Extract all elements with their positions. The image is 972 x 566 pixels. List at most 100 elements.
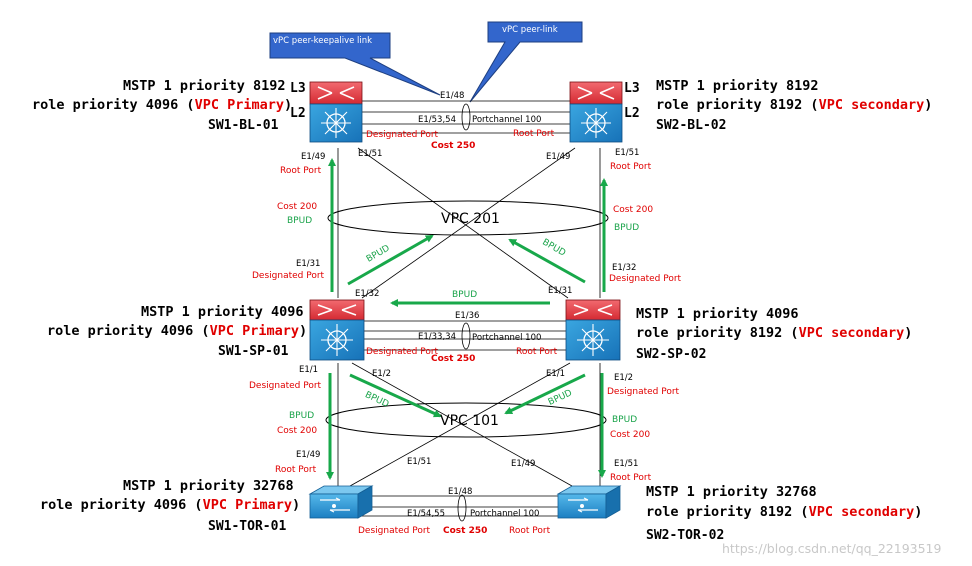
sw1-bl-mstp: MSTP 1 priority 8192	[123, 78, 286, 94]
sp2-e12: E1/2	[614, 373, 634, 383]
bl2-e151: E1/51	[615, 148, 640, 158]
sw2-bl-role-line: role priority 8192 (VPC secondary)	[656, 97, 933, 113]
lower-left-bpud: BPUD	[289, 411, 315, 421]
mid-e136: E1/36	[455, 311, 480, 321]
bl1-e149: E1/49	[301, 152, 326, 162]
lower-uplinks	[337, 362, 601, 487]
sw2-tor-name: SW2-TOR-02	[646, 528, 725, 543]
sp1-e11: E1/1	[299, 365, 319, 375]
upper-bpud-horizontal: BPUD	[452, 290, 478, 300]
mid-e13334: E1/33,34	[418, 332, 456, 342]
sw1-sp-name: SW1-SP-01	[218, 344, 289, 359]
watermark: https://blog.csdn.net/qq_22193519	[722, 541, 942, 556]
top-e148: E1/48	[440, 91, 465, 101]
sw2-bl-name: SW2-BL-02	[656, 118, 727, 133]
upper-left-cost: Cost 200	[277, 202, 318, 212]
router-icon	[569, 81, 623, 143]
sw1-bl-role-line: role priority 4096 (VPC Primary)	[32, 97, 293, 113]
sp2-e131: E1/31	[548, 286, 573, 296]
lower-right-cost: Cost 200	[610, 430, 651, 440]
vpc-101-ellipse	[325, 402, 607, 438]
sw2-bl-mstp: MSTP 1 priority 8192	[656, 78, 819, 94]
mid-pair-links	[364, 320, 568, 351]
sp1-e131: E1/31	[296, 259, 321, 269]
bot-pair-links	[350, 494, 565, 522]
tor1-root: Root Port	[275, 465, 317, 475]
bl1-root: Root Port	[280, 166, 322, 176]
sw2-sp-mstp: MSTP 1 priority 4096	[636, 306, 799, 322]
lower-left-cost: Cost 200	[277, 426, 318, 436]
upper-left-bpud: BPUD	[287, 216, 313, 226]
upper-bpdu-arrows	[328, 158, 608, 307]
sw2-sp-role-line: role priority 8192 (VPC secondary)	[636, 325, 913, 341]
sw2-bl-role: VPC secondary	[818, 97, 925, 113]
sp2-e132: E1/32	[612, 263, 637, 273]
sp1-designated-down: Designated Port	[249, 381, 322, 391]
lower-bpdu-arrows	[326, 373, 606, 480]
mid-root: Root Port	[516, 347, 558, 357]
top-e15354: E1/53,54	[418, 115, 456, 125]
peer-link-callout-text: vPC peer-link	[502, 25, 558, 35]
sw1-sp-role: VPC Primary	[209, 323, 299, 339]
sw2-bl-l2: L2	[624, 106, 640, 121]
sp1-designated-up: Designated Port	[252, 271, 325, 281]
mid-designated: Designated Port	[366, 347, 439, 357]
vpc-201-ellipse	[327, 200, 609, 236]
top-root: Root Port	[513, 129, 555, 139]
sw1-bl-role: VPC Primary	[194, 97, 284, 113]
tor1-e149: E1/49	[296, 450, 321, 460]
sp1-e132: E1/32	[355, 289, 380, 299]
sw2-sp-name: SW2-SP-02	[636, 347, 707, 362]
sw1-bl-name: SW1-BL-01	[208, 118, 279, 133]
upper-right-bpud: BPUD	[614, 223, 640, 233]
top-designated: Designated Port	[366, 130, 439, 140]
top-pair-links	[362, 100, 570, 134]
sw1-tor-name: SW1-TOR-01	[208, 519, 287, 534]
vpc-101-label: VPC 101	[440, 413, 499, 429]
sw2-tor-role: VPC secondary	[808, 504, 915, 520]
bot-root: Root Port	[509, 526, 551, 536]
tor1-e151: E1/51	[407, 457, 432, 467]
upper-uplinks	[337, 147, 601, 299]
sw2-tor-role-line: role priority 8192 (VPC secondary)	[646, 504, 923, 520]
sw1-tor-role: VPC Primary	[202, 497, 292, 513]
spine-switch-icon	[309, 299, 365, 361]
sw2-sp-role: VPC secondary	[798, 325, 905, 341]
sw2-bl-l3: L3	[624, 81, 640, 96]
mid-portchannel: Portchannel 100	[472, 333, 542, 343]
bot-e148: E1/48	[448, 487, 473, 497]
bl2-e149: E1/49	[546, 152, 571, 162]
tor-switch-icon	[556, 485, 622, 519]
bot-portchannel: Portchannel 100	[470, 509, 540, 519]
sw1-bl-l2: L2	[290, 106, 306, 121]
vpc-201-label: VPC 201	[441, 211, 500, 227]
top-portchannel: Portchannel 100	[472, 115, 542, 125]
tor2-e151: E1/51	[614, 459, 639, 469]
bl1-e151: E1/51	[358, 149, 383, 159]
bot-designated: Designated Port	[358, 526, 431, 536]
bot-cost: Cost 250	[443, 526, 488, 536]
router-icon	[309, 81, 363, 143]
sw1-tor-role-line: role priority 4096 (VPC Primary)	[40, 497, 301, 513]
keepalive-callout-text: vPC peer-keepalive link	[273, 36, 373, 46]
upper-right-cost: Cost 200	[613, 205, 654, 215]
tor2-root: Root Port	[610, 473, 652, 483]
sw1-bl-l3: L3	[290, 81, 306, 96]
sp2-designated-down: Designated Port	[607, 387, 680, 397]
keepalive-callout	[269, 32, 441, 96]
peer-link-callout	[469, 21, 583, 103]
sw1-sp-role-line: role priority 4096 (VPC Primary)	[47, 323, 308, 339]
bl2-root: Root Port	[610, 162, 652, 172]
lower-right-bpud: BPUD	[612, 415, 638, 425]
spine-switch-icon	[565, 299, 621, 361]
sw2-tor-mstp: MSTP 1 priority 32768	[646, 484, 817, 500]
sw1-sp-mstp: MSTP 1 priority 4096	[141, 304, 304, 320]
mid-cost: Cost 250	[431, 354, 476, 364]
tor-switch-icon	[308, 485, 374, 519]
tor2-e149: E1/49	[511, 459, 536, 469]
sp1-e12: E1/2	[372, 369, 392, 379]
sp2-designated-up: Designated Port	[609, 274, 682, 284]
sp2-e11: E1/1	[546, 369, 566, 379]
